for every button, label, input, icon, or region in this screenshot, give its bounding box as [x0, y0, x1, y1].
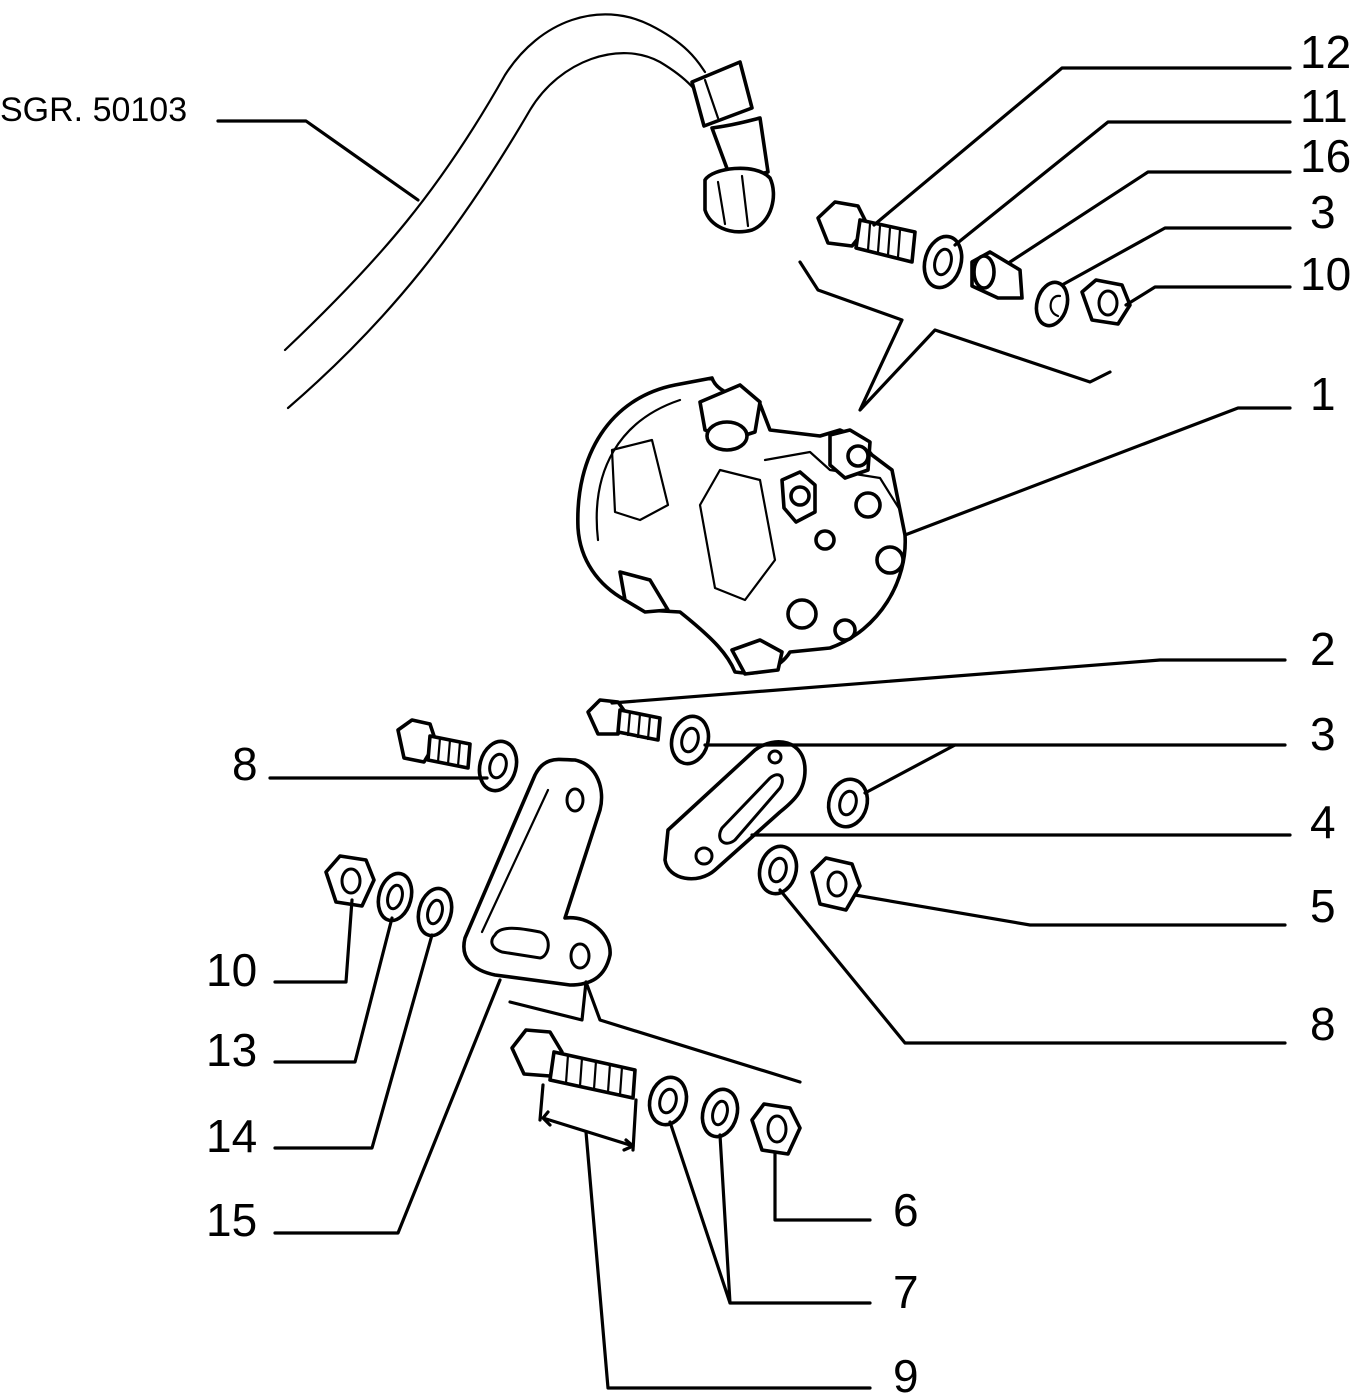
top-fastener-group [798, 200, 1132, 412]
bolt-2 [586, 698, 662, 742]
leader-ref [216, 119, 420, 202]
callout-6: 6 [893, 1184, 919, 1236]
callout-10-left: 10 [206, 944, 257, 996]
callout-13: 13 [206, 1024, 257, 1076]
callout-16: 16 [1300, 130, 1351, 182]
callout-11: 11 [1300, 80, 1348, 132]
leader-12 [872, 66, 1292, 227]
nut-10-left [324, 854, 376, 908]
compressor [576, 376, 907, 676]
washer-7b [700, 1087, 740, 1139]
callout-1: 1 [1310, 368, 1336, 420]
callout-8-right: 8 [1310, 998, 1336, 1050]
group-bracket-line [798, 260, 1112, 412]
callout-5: 5 [1310, 880, 1336, 932]
leader-16 [1008, 170, 1292, 264]
nut-5 [810, 856, 862, 912]
nut-6 [750, 1102, 802, 1156]
leader-10-top [1124, 285, 1292, 307]
slotted-bracket-4 [663, 740, 807, 881]
bolt-12 [816, 200, 917, 264]
spacer-16 [970, 250, 1024, 300]
callout-2: 2 [1310, 623, 1336, 675]
washer-7a [647, 1075, 689, 1127]
callout-8-left: 8 [232, 738, 258, 790]
leader-5 [853, 893, 1287, 927]
leader-9 [584, 1130, 872, 1390]
callout-15: 15 [206, 1194, 257, 1246]
leader-3-top [1060, 226, 1292, 287]
leader-7 [668, 1120, 872, 1305]
leader-6 [773, 1150, 872, 1222]
leader-8-right [778, 888, 1287, 1045]
washer-3 [1034, 280, 1070, 328]
refrigerant-hose [283, 13, 776, 410]
callout-4: 4 [1310, 796, 1336, 848]
bolt-8-left [396, 718, 472, 770]
washer-13 [376, 871, 414, 923]
leader-2 [610, 658, 1287, 705]
leader-3-right [863, 743, 957, 795]
nut-10 [1080, 278, 1132, 326]
leader-lines [216, 66, 1292, 1390]
washer-3-right [826, 777, 870, 829]
callout-3-mid: 3 [1310, 708, 1336, 760]
callout-3-top: 3 [1310, 186, 1336, 238]
leader-bracket-bottom [508, 980, 802, 1084]
washer-8-left [477, 739, 519, 793]
mounting-bracket-15 [462, 757, 612, 987]
leader-14 [273, 933, 434, 1150]
bolt-9 [510, 1028, 638, 1152]
leader-11 [953, 120, 1292, 247]
reference-label: SGR. 50103 [0, 91, 187, 129]
leader-15 [273, 978, 502, 1235]
washer-14 [416, 886, 454, 938]
leader-13 [273, 916, 394, 1064]
leader-10-left [273, 898, 354, 984]
callout-10-top: 10 [1300, 248, 1351, 300]
washer-11 [922, 234, 964, 290]
callout-14: 14 [206, 1110, 257, 1162]
leader-1 [903, 406, 1292, 537]
washer-8-right [757, 844, 799, 896]
callout-9: 9 [893, 1350, 919, 1395]
washer-3-mid [669, 714, 711, 766]
callout-12: 12 [1300, 26, 1351, 78]
callout-7: 7 [893, 1266, 919, 1318]
